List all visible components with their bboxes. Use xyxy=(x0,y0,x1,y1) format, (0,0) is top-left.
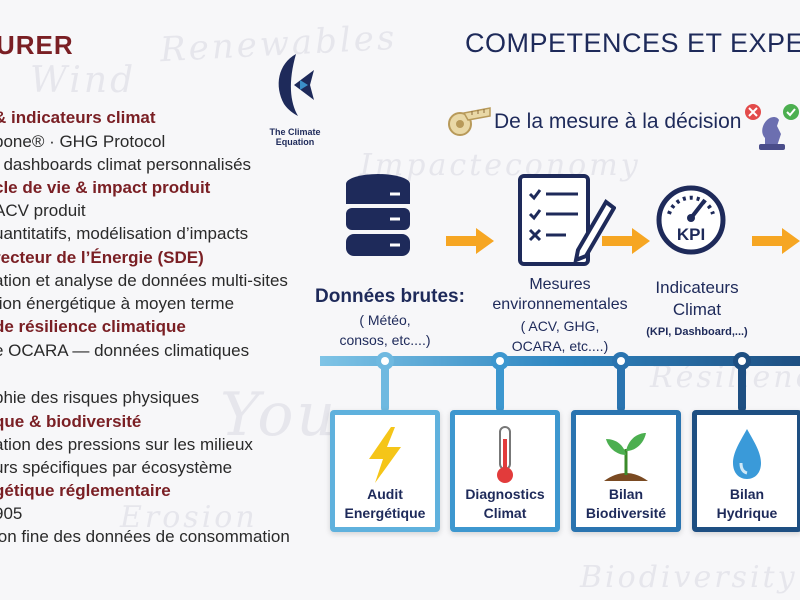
watermark-erosion: Erosion xyxy=(120,500,258,535)
left-heading: que & biodiversité xyxy=(0,412,142,431)
left-heading: cle de vie & impact produit xyxy=(0,178,211,197)
arrow-right-icon xyxy=(602,228,650,254)
left-text-line: ion fine des données de consommation xyxy=(0,527,290,546)
step-sub-line: ( Météo, xyxy=(359,312,411,328)
left-heading: & indicateurs climat xyxy=(0,108,156,127)
left-text-line: 905 xyxy=(0,504,23,523)
database-icon xyxy=(346,174,410,256)
card-bilan-hydrique: Bilan Hydrique xyxy=(692,410,800,532)
left-text-line: phie des risques physiques xyxy=(0,388,200,407)
climate-equation-logo: The Climate Equation xyxy=(250,52,340,147)
timeline-node xyxy=(612,352,630,370)
left-heading: de résilience climatique xyxy=(0,317,186,336)
left-heading: recteur de l’Énergie (SDE) xyxy=(0,248,204,267)
watermark-impacteconomy: Impacteconomy xyxy=(360,148,641,183)
decision-chess-icon xyxy=(745,104,799,150)
card-label-line: Bilan xyxy=(608,486,644,502)
step-sub-line: ( ACV, GHG, xyxy=(520,318,600,334)
water-drop-icon xyxy=(733,429,761,479)
kpi-gauge-label: KPI xyxy=(677,225,705,244)
left-heading: gétique réglementaire xyxy=(0,481,171,500)
watermark-biodiversity: Biodiversity xyxy=(580,560,798,595)
left-text-line: urs spécifiques par écosystème xyxy=(0,458,233,477)
card-label-line: Bilan xyxy=(729,486,765,502)
left-text-line: bone® · GHG Protocol xyxy=(0,132,166,151)
timeline-connector xyxy=(496,366,504,412)
card-label-line: Audit xyxy=(367,486,403,502)
arrow-right-icon xyxy=(752,228,800,254)
step-sub-line: consos, etc....) xyxy=(339,332,431,348)
left-title: URER xyxy=(0,30,74,60)
card-label-line: Climat xyxy=(483,505,527,521)
measuring-tape-icon xyxy=(448,107,491,136)
step-title-indicateurs: Indicateurs xyxy=(655,278,739,297)
timeline-bar xyxy=(320,356,800,366)
card-label-line: Energétique xyxy=(344,505,426,521)
plant-icon xyxy=(604,433,648,481)
timeline-node xyxy=(733,352,751,370)
kpi-gauge-icon: KPI xyxy=(656,185,726,255)
lightning-icon xyxy=(369,427,401,483)
left-text-line: e OCARA — données climatiques xyxy=(0,341,250,360)
checklist-icon xyxy=(518,174,616,266)
timeline-connector xyxy=(617,366,625,412)
arrow-right-icon xyxy=(446,228,494,254)
step-sub-line: (KPI, Dashboard,...) xyxy=(646,326,748,338)
card-bilan-biodiversite: Bilan Biodiversité xyxy=(571,410,681,532)
card-audit-energetique: Audit Energétique xyxy=(330,410,440,532)
left-text-line: ation des pressions sur les milieux xyxy=(0,435,253,454)
thermometer-icon xyxy=(497,426,513,483)
logo-text: The Climate Equation xyxy=(269,127,321,147)
timeline-connector xyxy=(381,366,389,412)
tagline: De la mesure à la décision xyxy=(494,110,742,133)
step-title-indicateurs-line2: Climat xyxy=(672,300,722,319)
step-sub-line: OCARA, etc....) xyxy=(511,338,609,354)
step-title-donnees-brutes: Données brutes: xyxy=(315,286,465,307)
watermark-you: You xyxy=(220,380,339,450)
watermark-wind: Wind xyxy=(30,60,137,101)
left-text-line: ACV produit xyxy=(0,201,86,220)
step-title-mesures-line2: environnementales xyxy=(492,296,628,313)
step-title-mesures: Mesures xyxy=(529,276,591,293)
card-label-line: Hydrique xyxy=(716,505,778,521)
left-panel: URER & indicateurs climat bone® · GHG Pro… xyxy=(0,0,320,600)
timeline-node xyxy=(491,352,509,370)
card-label-line: Diagnostics xyxy=(465,486,545,502)
logo-mark-icon xyxy=(278,54,314,116)
timeline-node xyxy=(376,352,394,370)
card-label-line: Biodiversité xyxy=(585,505,667,521)
left-text-line: ation et analyse de données multi-sites xyxy=(0,271,288,290)
timeline-connector xyxy=(738,366,746,412)
left-text-line: , dashboards climat personnalisés xyxy=(0,155,252,174)
card-diagnostics-climat: Diagnostics Climat xyxy=(450,410,560,532)
section-title: COMPETENCES ET EXPE xyxy=(465,28,800,58)
left-text-line: tion énergétique à moyen terme xyxy=(0,294,235,313)
left-text-line: uantitatifs, modélisation d’impacts xyxy=(0,224,249,243)
